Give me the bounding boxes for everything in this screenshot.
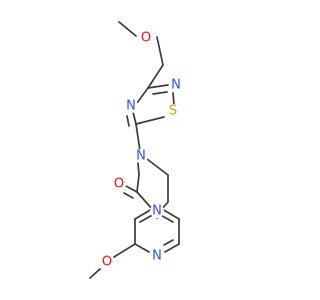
atom-methoxy-bottom-o: O <box>100 255 114 270</box>
bond-n1-c2 <box>136 191 154 211</box>
bond-py-n-c6-inner <box>163 239 174 246</box>
bond-layer <box>89 21 180 279</box>
bond-c5-n4-double <box>126 115 130 127</box>
atom-label-pyridine-n: N <box>152 249 162 264</box>
atom-label-n2: N <box>171 78 181 93</box>
bond-py-c2-n <box>134 243 150 253</box>
atom-label-n4: N <box>126 99 136 114</box>
bond-py-c2-o <box>113 243 136 258</box>
atom-label-o-bottom: O <box>102 255 112 270</box>
atom-piperazine-n1: N <box>150 204 164 219</box>
bond-n4-c3 <box>136 87 149 104</box>
atom-label-carbonyl-o: O <box>114 177 124 192</box>
bond-c3-n4 <box>137 162 140 176</box>
bond-methyl-o <box>118 21 137 37</box>
atom-label-s: S <box>169 104 177 119</box>
bond-c2-o-double <box>123 192 134 199</box>
bond-c2-o <box>125 185 138 193</box>
bond-n2-s <box>172 92 175 105</box>
atom-label-piperazine-n4: N <box>136 149 146 164</box>
bond-o-methyl-bottom <box>89 268 101 279</box>
bond-s-c5 <box>135 116 165 125</box>
atom-thiadiazole-n4: N <box>124 99 138 114</box>
bond-c3-n2-double <box>152 91 168 95</box>
atom-label-o-top: O <box>141 31 151 46</box>
molecule-structure: O N S N N O N N <box>89 21 183 279</box>
bond-c3-n2 <box>147 84 169 89</box>
bond-n4-ch2-right <box>146 158 169 176</box>
atom-thiadiazole-n2: N <box>169 78 183 93</box>
bond-c5-n4 <box>132 111 137 125</box>
atom-methoxy-top-o: O <box>138 30 154 46</box>
bond-c5-npip <box>135 123 141 152</box>
atom-pyridine-n: N <box>150 249 164 264</box>
atom-piperazine-n4: N <box>134 149 148 164</box>
atom-carbonyl-o: O <box>112 177 126 192</box>
atom-label-layer: O N S N N O N N <box>100 30 183 270</box>
atom-thiadiazole-s: S <box>166 104 180 119</box>
atom-label-piperazine-n1: N <box>152 204 162 219</box>
bond-c2-c3 <box>136 174 140 193</box>
bond-o-ch2 <box>156 36 164 66</box>
bond-ch2-c3 <box>147 64 164 89</box>
bond-py-n-c6 <box>164 243 180 253</box>
